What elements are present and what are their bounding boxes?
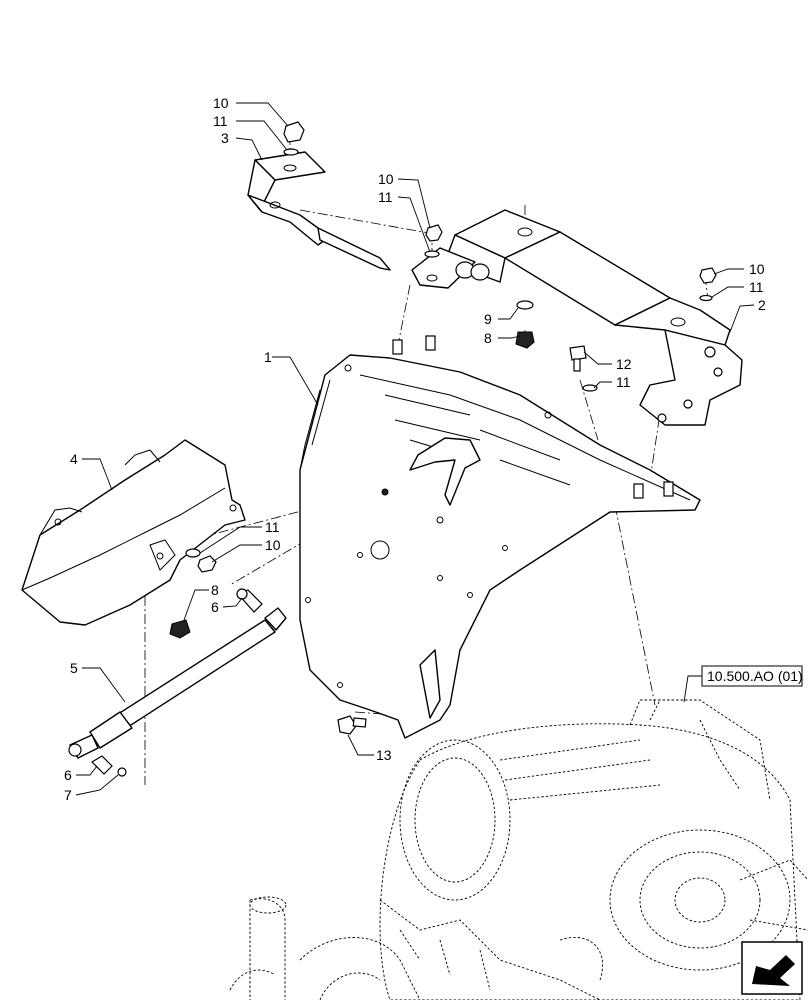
part-3-bracket [247,151,391,271]
callout-1: 1 [264,349,272,365]
hardware-fasteners [91,121,717,777]
part-1-mounting-plate [299,335,701,739]
callout-5: 5 [70,660,78,676]
callout-10: 10 [213,95,229,111]
callout-9: 9 [484,311,492,327]
callout-6: 6 [64,767,72,783]
callout-11: 11 [378,189,393,205]
part-5-gas-strut [68,607,287,759]
callout-7: 7 [64,787,72,803]
leader-lines [75,102,755,796]
callout-13: 13 [376,747,392,763]
callout-11: 11 [213,113,228,129]
callout-10: 10 [378,171,394,187]
callout-11: 11 [749,279,764,295]
callout-6: 6 [211,599,219,615]
callout-8: 8 [484,330,492,346]
callout-11: 11 [616,374,631,390]
callout-2: 2 [758,297,766,313]
reference-box[interactable]: 10.500.AO (01) [701,665,803,687]
callout-11: 11 [265,519,280,535]
callout-4: 4 [70,451,78,467]
part-4-cover [21,439,246,626]
reference-label: 10.500.AO (01) [707,668,803,684]
arrow-icon[interactable] [741,941,803,995]
callout-3: 3 [221,130,229,146]
callout-12: 12 [616,356,632,372]
callout-10: 10 [265,537,281,553]
callout-10: 10 [749,261,765,277]
engine-ghost-outline [229,699,808,1000]
callout-labels: 10 11 3 10 11 10 11 2 9 8 12 11 1 4 11 1… [64,95,766,803]
callout-8: 8 [211,582,219,598]
